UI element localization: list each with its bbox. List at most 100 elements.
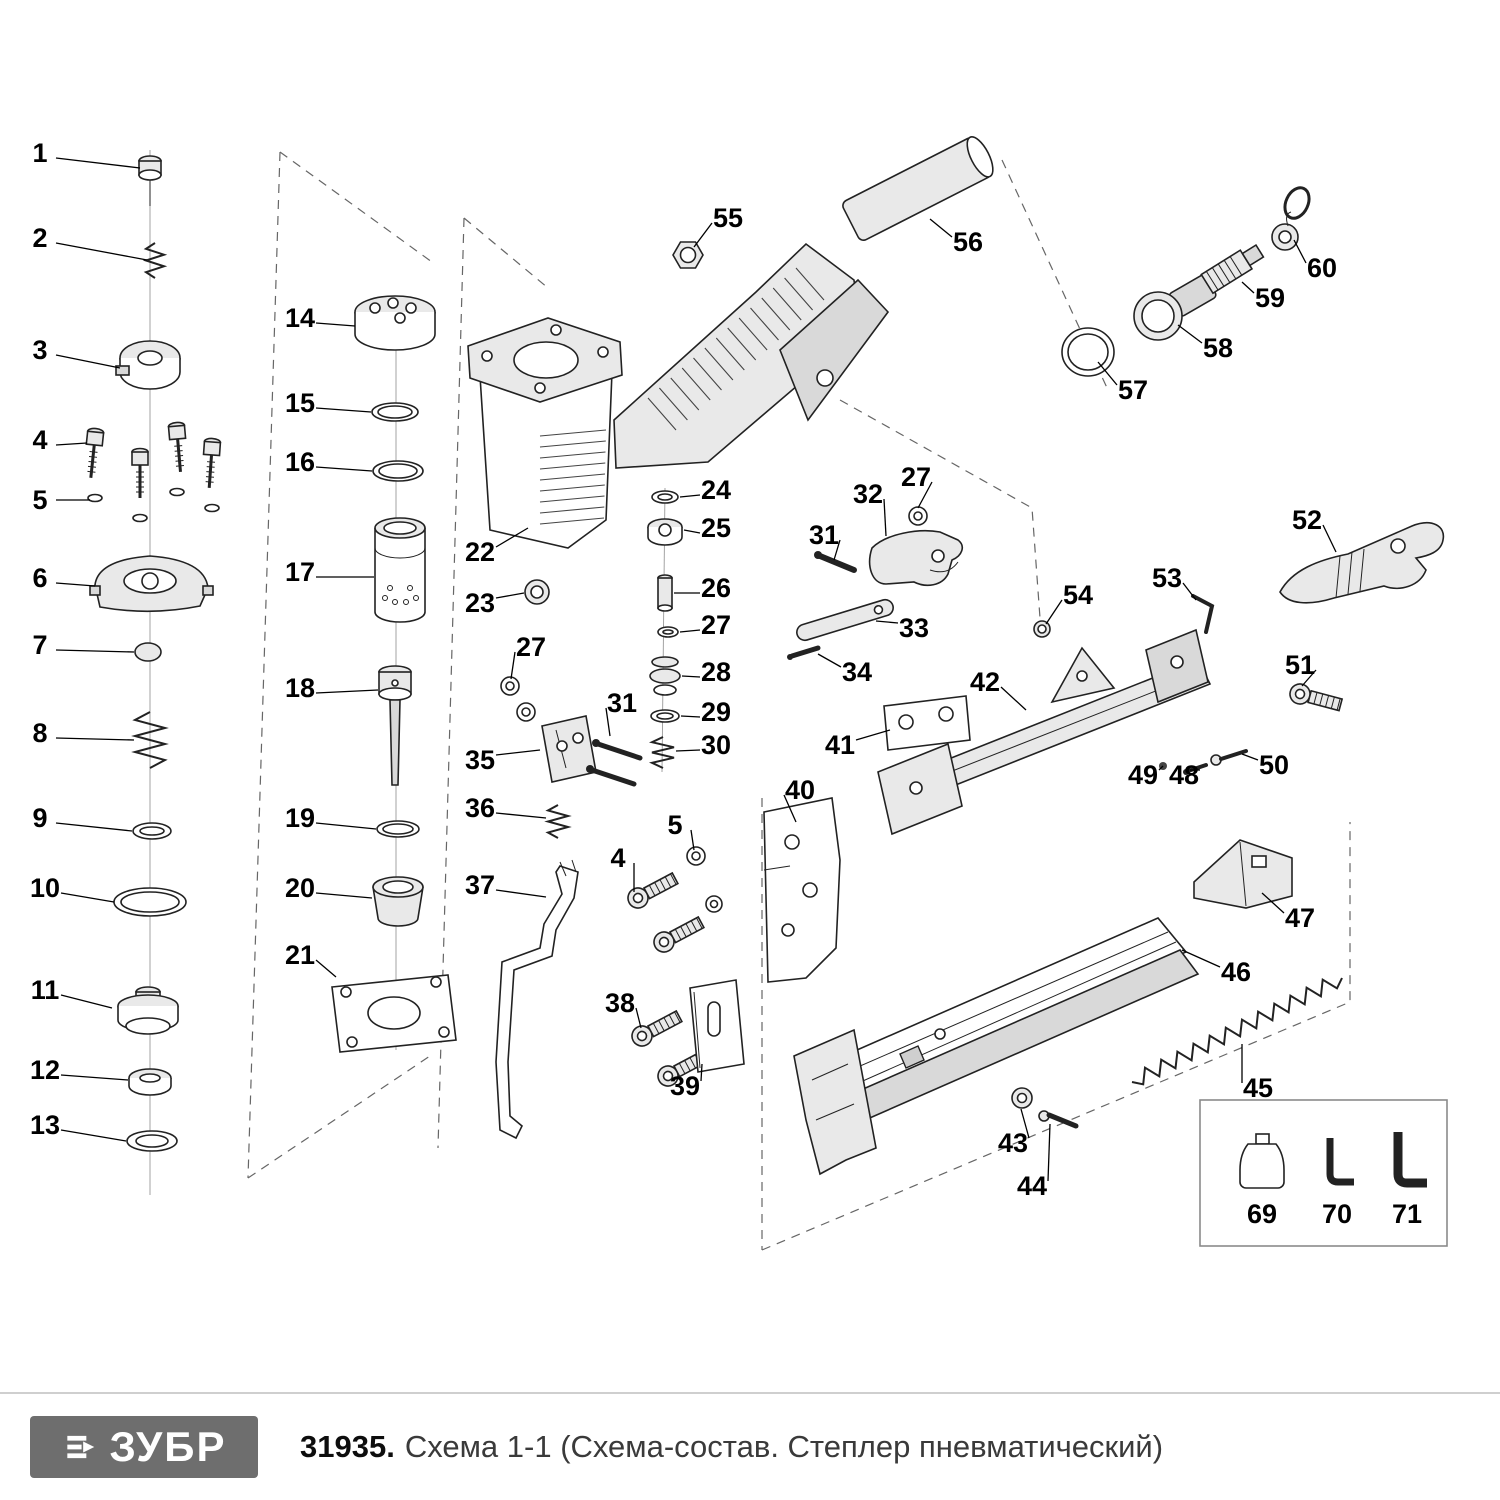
leader-line-4 xyxy=(55,442,88,446)
leader-line-49 xyxy=(1158,765,1164,771)
part-58-coupler xyxy=(1133,274,1217,341)
part-24-washer xyxy=(651,490,679,504)
leader-line-8 xyxy=(55,737,135,741)
leader-line-39 xyxy=(700,1063,703,1082)
part-57-o-ring xyxy=(1061,327,1115,377)
part-label-40: 40 xyxy=(785,775,815,805)
leader-line-9 xyxy=(55,822,133,832)
part-3-exhaust-cap xyxy=(115,340,181,390)
part-8-main-spring xyxy=(131,711,169,769)
leader-line-12 xyxy=(60,1074,129,1081)
leader-line-14 xyxy=(315,322,356,327)
part-label-43: 43 xyxy=(998,1128,1028,1158)
callout-labels: 1234567891011121314151617181920212223555… xyxy=(30,138,1422,1229)
leader-line-52 xyxy=(1322,524,1337,553)
hex-key-small-icon xyxy=(1326,1138,1354,1186)
part-label-5: 5 xyxy=(667,810,682,840)
part-label-56: 56 xyxy=(953,227,983,257)
part-label-33: 33 xyxy=(899,613,929,643)
part-label-17: 17 xyxy=(285,557,315,587)
leader-line-40 xyxy=(783,794,797,823)
accessories-box xyxy=(1199,1099,1448,1247)
part-label-13: 13 xyxy=(30,1110,60,1140)
part-23-lock-nut xyxy=(524,579,550,605)
part-29-o-ring xyxy=(650,709,680,723)
part-51-bolt xyxy=(1286,680,1344,716)
part-label-27: 27 xyxy=(516,632,546,662)
part-10-o-ring-large xyxy=(113,887,187,917)
leader-line-37 xyxy=(495,889,547,898)
part-label-14: 14 xyxy=(285,303,315,333)
part-56-handle-cap-tube xyxy=(842,136,994,242)
part-46-magazine xyxy=(793,917,1200,1176)
leader-line-38 xyxy=(635,1007,642,1029)
leader-line-18 xyxy=(315,689,379,694)
part-18-driver-piston xyxy=(378,665,412,786)
part-52-latch-lever xyxy=(1279,522,1445,604)
footer: ЗУБР 31935.Схема 1-1 (Схема-состав. Степ… xyxy=(0,1392,1500,1500)
part-2-spring xyxy=(142,242,168,279)
part-label-7: 7 xyxy=(32,630,47,660)
part-13-washer-large xyxy=(126,1130,178,1152)
part-16-o-ring xyxy=(372,460,424,482)
part-11-piston-head xyxy=(117,986,179,1035)
part-label-32: 32 xyxy=(853,479,883,509)
part-label-30: 30 xyxy=(701,730,731,760)
part-label-38: 38 xyxy=(605,988,635,1018)
part-5-washer-nose xyxy=(686,846,723,913)
part-43-bushing xyxy=(1011,1087,1033,1109)
leader-line-1 xyxy=(55,157,141,169)
leader-line-53 xyxy=(1182,582,1197,601)
part-label-16: 16 xyxy=(285,447,315,477)
part-21-gasket xyxy=(331,974,457,1053)
part-19-o-ring xyxy=(376,820,420,838)
leader-line-34 xyxy=(817,653,842,668)
leader-line-3 xyxy=(55,354,121,369)
part-label-18: 18 xyxy=(285,673,315,703)
part-31-trigger-pin xyxy=(814,551,857,573)
part-55-hex-nut xyxy=(672,241,704,269)
part-label-27: 27 xyxy=(701,610,731,640)
part-label-3: 3 xyxy=(32,335,47,365)
leader-line-31 xyxy=(605,707,611,737)
part-label-52: 52 xyxy=(1292,505,1322,535)
part-47-cover xyxy=(1193,839,1293,909)
oil-bottle-icon xyxy=(1239,1133,1285,1189)
exploded-diagram: 1234567891011121314151617181920212223555… xyxy=(30,136,1448,1251)
part-label-50: 50 xyxy=(1259,750,1289,780)
part-label-6: 6 xyxy=(32,563,47,593)
leader-line-29 xyxy=(680,715,701,718)
leader-line-27 xyxy=(679,629,701,633)
diagram-caption: 31935.Схема 1-1 (Схема-состав. Степлер п… xyxy=(300,1429,1163,1465)
part-label-22: 22 xyxy=(465,537,495,567)
part-label-29: 29 xyxy=(701,697,731,727)
part-9-o-ring xyxy=(132,822,172,840)
part-label-57: 57 xyxy=(1118,375,1148,405)
leader-line-24 xyxy=(679,494,701,498)
part-label-54: 54 xyxy=(1063,580,1093,610)
part-42-guide-rail xyxy=(877,628,1212,836)
leader-line-27 xyxy=(917,481,933,509)
part-4-bolts xyxy=(81,420,223,500)
part-label-41: 41 xyxy=(825,730,855,760)
leader-line-47 xyxy=(1261,892,1285,914)
leader-line-56 xyxy=(929,218,953,238)
part-label-71: 71 xyxy=(1392,1199,1422,1229)
part-label-9: 9 xyxy=(32,803,47,833)
part-59-air-nipple xyxy=(1200,243,1265,295)
part-41-plate xyxy=(883,695,971,751)
part-label-49: 49 xyxy=(1128,760,1158,790)
leader-line-13 xyxy=(60,1129,127,1142)
leader-line-2 xyxy=(55,242,148,261)
part-53-bent-pin xyxy=(1191,594,1215,634)
brand-name: ЗУБР xyxy=(109,1423,227,1470)
part-28-valve-piston xyxy=(649,656,681,696)
leader-line-36 xyxy=(495,812,547,819)
part-33-lever xyxy=(796,598,894,642)
part-27-washers-guide xyxy=(500,676,536,722)
part-label-12: 12 xyxy=(30,1055,60,1085)
leader-line-60 xyxy=(1293,239,1307,264)
leader-line-58 xyxy=(1177,324,1203,344)
zubr-arrow-icon xyxy=(67,1435,95,1459)
part-40-nose-plate xyxy=(763,797,841,983)
